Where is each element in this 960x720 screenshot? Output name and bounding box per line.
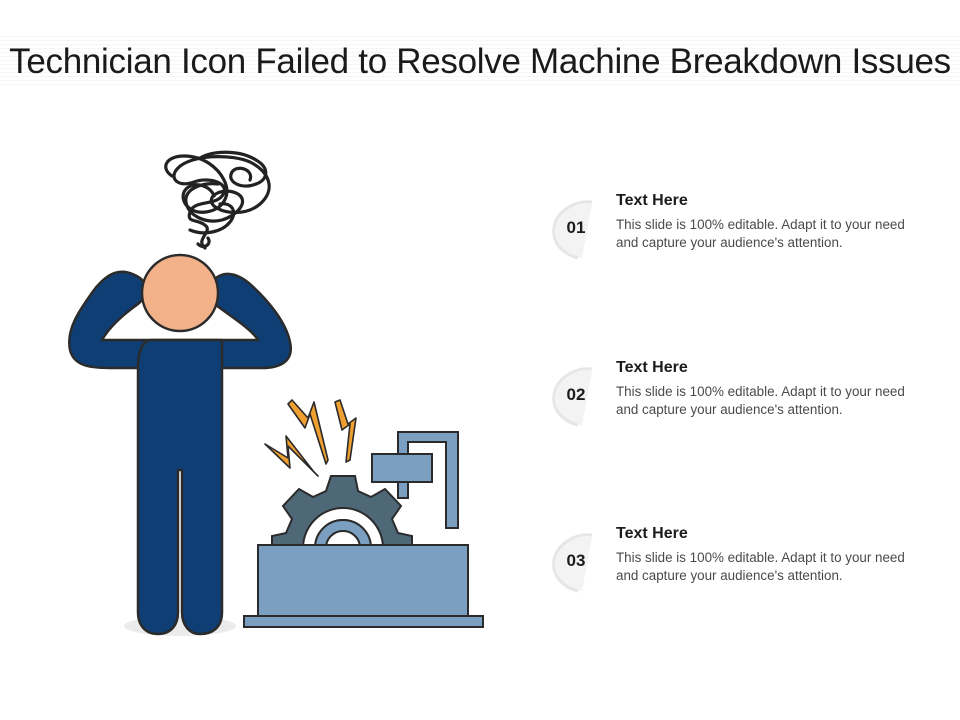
list-item-01: 01 Text Here This slide is 100% editable… (548, 192, 928, 276)
item-description: This slide is 100% editable. Adapt it to… (616, 217, 905, 250)
title-band (0, 36, 960, 88)
figure-head (140, 253, 220, 333)
item-heading: Text Here (616, 525, 688, 542)
item-description: This slide is 100% editable. Adapt it to… (616, 550, 905, 583)
confusion-scribble-icon (164, 150, 271, 250)
number-badge: 01 (548, 196, 604, 260)
item-number: 01 (566, 218, 586, 237)
machine-base-plate (243, 615, 484, 628)
gear-icon (271, 475, 413, 549)
lightning-icon (264, 399, 357, 477)
number-badge: 03 (548, 529, 604, 593)
number-badge: 02 (548, 363, 604, 427)
list-item-02: 02 Text Here This slide is 100% editable… (548, 359, 928, 443)
item-heading: Text Here (616, 359, 688, 376)
machine-body (257, 544, 469, 618)
list-item-03: 03 Text Here This slide is 100% editable… (548, 525, 928, 609)
item-number: 03 (566, 551, 586, 570)
figure-arms (67, 270, 293, 370)
item-heading: Text Here (616, 192, 688, 209)
machine-arm (371, 431, 459, 529)
figure-body (136, 338, 224, 636)
slide-title: Technician Icon Failed to Resolve Machin… (9, 42, 951, 81)
item-description: This slide is 100% editable. Adapt it to… (616, 384, 905, 417)
item-number: 02 (566, 385, 586, 404)
